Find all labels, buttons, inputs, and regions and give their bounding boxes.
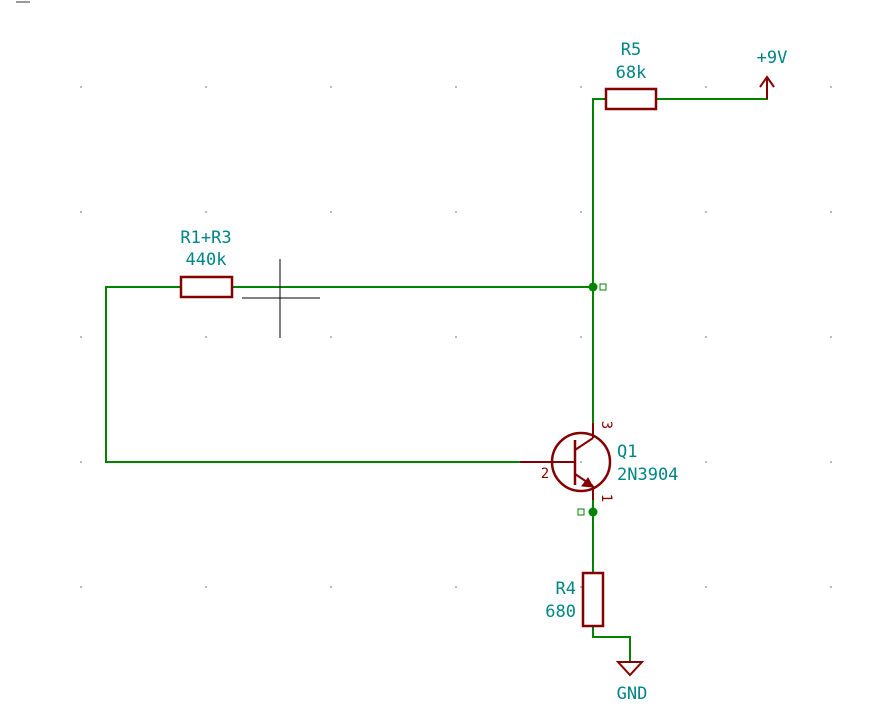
- grid-points: [80, 86, 832, 588]
- grid-point: [205, 86, 207, 88]
- grid-point: [705, 211, 707, 213]
- grid-point: [80, 336, 82, 338]
- wire-r5-to-vcc[interactable]: [656, 80, 768, 100]
- q1-pin-collector: 3: [598, 421, 614, 429]
- wires: [105, 80, 768, 662]
- q1-collector-lead: [574, 437, 594, 451]
- vcc-label: +9V: [757, 48, 788, 68]
- gnd-label: GND: [617, 684, 648, 704]
- grid-point: [80, 86, 82, 88]
- connection-marker-emitter: [577, 508, 585, 516]
- grid-point: [205, 336, 207, 338]
- junction-collector[interactable]: [588, 282, 598, 292]
- connection-marker-collector: [599, 283, 607, 291]
- grid-point: [830, 586, 832, 588]
- q1-pin-base: 2: [541, 466, 549, 482]
- grid-point: [830, 461, 832, 463]
- grid-point: [580, 86, 582, 88]
- r4-value: 680: [545, 602, 576, 622]
- r1r3-reference: R1+R3: [180, 228, 231, 248]
- grid-point: [830, 211, 832, 213]
- grid-point: [330, 211, 332, 213]
- resistor-r5[interactable]: [604, 87, 658, 111]
- grid-point: [80, 586, 82, 588]
- grid-point: [705, 461, 707, 463]
- grid-point: [580, 211, 582, 213]
- grid-point: [580, 336, 582, 338]
- grid-point: [705, 86, 707, 88]
- r1r3-value: 440k: [186, 250, 227, 270]
- gnd-symbol[interactable]: [615, 661, 645, 677]
- wire-feedback-left[interactable]: [105, 286, 520, 463]
- grid-point: [330, 86, 332, 88]
- vcc-symbol[interactable]: [759, 75, 775, 99]
- resistor-r1r3-body[interactable]: [179, 275, 234, 299]
- wire-r4-to-gnd[interactable]: [592, 626, 631, 662]
- r5-value: 68k: [616, 63, 647, 83]
- grid-point: [830, 86, 832, 88]
- crosshair-cursor: [242, 259, 320, 338]
- grid-point: [455, 211, 457, 213]
- grid-point: [330, 336, 332, 338]
- grid-point: [455, 336, 457, 338]
- grid-point: [705, 586, 707, 588]
- q1-pin-emitter: 1: [598, 494, 614, 502]
- r5-reference: R5: [621, 40, 641, 60]
- resistor-r5-body[interactable]: [604, 87, 658, 111]
- grid-point: [80, 461, 82, 463]
- grid-point: [705, 336, 707, 338]
- grid-point: [580, 461, 582, 463]
- grid-point: [830, 336, 832, 338]
- transistor-q1[interactable]: [520, 423, 612, 500]
- grid-point: [80, 211, 82, 213]
- r4-reference: R4: [556, 579, 576, 599]
- grid-point: [330, 586, 332, 588]
- resistor-r4-body[interactable]: [581, 571, 605, 628]
- q1-reference: Q1: [617, 442, 637, 462]
- grid-point: [455, 86, 457, 88]
- wire-collector-rail[interactable]: [592, 98, 606, 423]
- q1-value: 2N3904: [617, 465, 678, 485]
- grid-point: [580, 586, 582, 588]
- grid-point: [205, 586, 207, 588]
- grid-point: [455, 586, 457, 588]
- grid-point: [205, 211, 207, 213]
- junction-emitter[interactable]: [588, 507, 598, 517]
- resistor-r4[interactable]: [581, 571, 605, 628]
- resistor-r1r3[interactable]: [179, 275, 234, 299]
- q1-emitter-arrow: [581, 477, 594, 488]
